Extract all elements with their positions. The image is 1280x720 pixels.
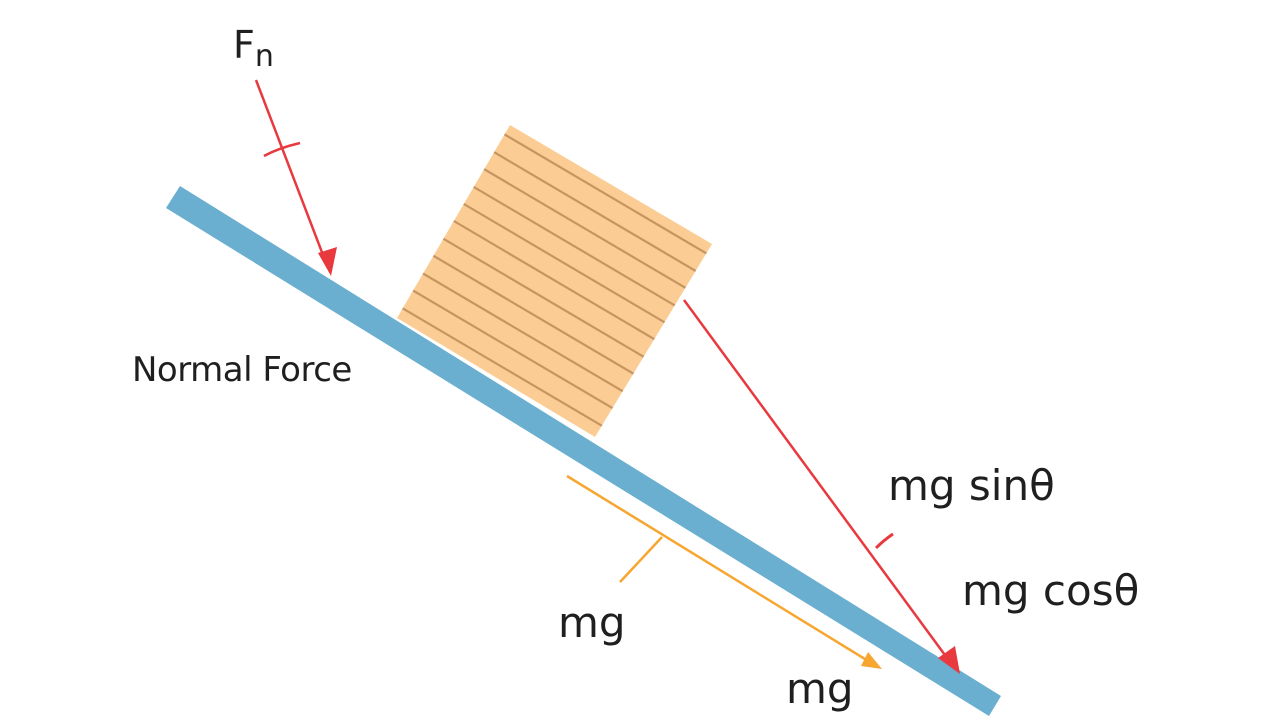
gravity-component-arrow xyxy=(682,299,960,674)
mg-bottom-label: mg xyxy=(786,664,854,713)
fn-label-sub: n xyxy=(255,39,274,74)
fn-label-main: F xyxy=(233,23,255,67)
wooden-block xyxy=(397,125,712,437)
mg-cos-label: mg cosθ xyxy=(962,566,1139,615)
mg-sin-label: mg sinθ xyxy=(888,461,1055,510)
normal-force-label: Normal Force xyxy=(132,350,352,390)
incline-plane xyxy=(166,186,1001,716)
mg-left-label: mg xyxy=(558,598,626,647)
mg-parallel-arrow xyxy=(566,474,882,669)
normal-force-arrow xyxy=(254,79,337,276)
fn-label: Fn xyxy=(233,23,274,74)
